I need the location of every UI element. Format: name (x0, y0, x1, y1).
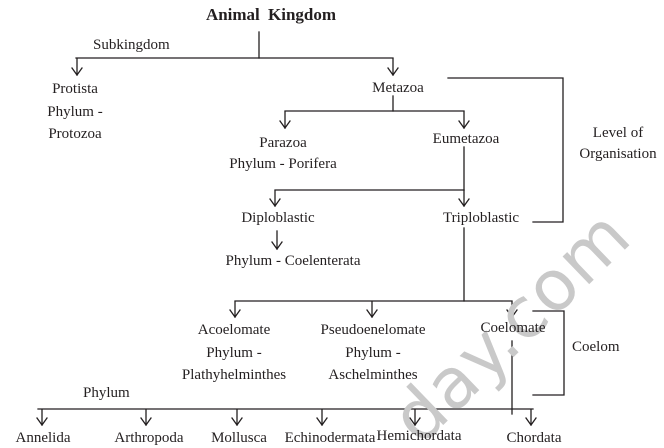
annotation-subkingdom: Subkingdom (93, 37, 170, 53)
node-pseudocoelomate-name: Pseudoenelomate (320, 322, 426, 338)
node-pseudocoelomate-phylum-line2: Aschelminthes (328, 367, 418, 383)
node-parazoa: Parazoa Phylum - Porifera (229, 133, 336, 175)
bracket-coelom (532, 310, 565, 396)
node-hemichordata: Hemichordata (376, 428, 462, 444)
node-acoelomate-name: Acoelomate (197, 322, 271, 338)
annotation-level-of-organisation: Level of Organisation (579, 123, 656, 165)
node-metazoa: Metazoa (372, 80, 424, 96)
node-coelomate: Coelomate (480, 320, 546, 336)
annotation-phylum: Phylum (83, 385, 130, 401)
page-title: Animal Kingdom (205, 5, 337, 24)
node-pseudocoelomate: Pseudoenelomate Phylum - Aschelminthes (321, 319, 426, 387)
node-annelida: Annelida (15, 430, 71, 446)
node-acoelomate-phylum-line1: Phylum - (206, 344, 262, 361)
bracket-level-of-organisation (447, 77, 564, 223)
node-coelenterata: Phylum - Coelenterata (225, 253, 361, 269)
node-arthropoda: Arthropoda (114, 430, 184, 446)
node-eumetazoa: Eumetazoa (432, 131, 500, 147)
node-echinodermata: Echinodermata (284, 430, 376, 446)
node-parazoa-phylum: Phylum - Porifera (229, 156, 337, 172)
node-chordata: Chordata (506, 430, 562, 446)
node-acoelomate: Acoelomate Phylum - Plathyhelminthes (182, 319, 286, 387)
node-parazoa-name: Parazoa (259, 135, 307, 151)
node-pseudocoelomate-phylum-line1: Phylum - (345, 344, 401, 361)
annotation-level-line1: Level of (592, 125, 644, 141)
node-protista-phylum-line1: Phylum - (47, 103, 103, 120)
node-diploblastic: Diploblastic (241, 210, 315, 226)
annotation-level-line2: Organisation (579, 146, 657, 162)
node-triploblastic: Triploblastic (442, 210, 520, 226)
node-protista-phylum-line2: Protozoa (48, 126, 102, 142)
node-protista: Protista Phylum - Protozoa (47, 78, 102, 146)
node-mollusca: Mollusca (211, 430, 267, 446)
annotation-coelom: Coelom (572, 339, 620, 355)
node-protista-name: Protista (52, 81, 98, 97)
node-acoelomate-phylum-line2: Plathyhelminthes (181, 367, 287, 383)
